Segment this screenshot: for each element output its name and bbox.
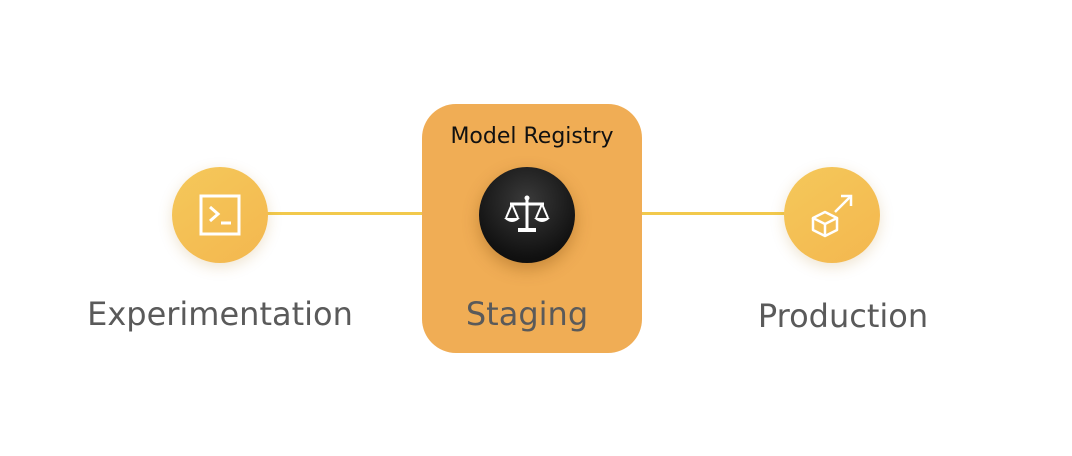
production-label: Production — [757, 297, 929, 335]
staging-node — [479, 167, 575, 263]
package-export-icon — [811, 194, 853, 238]
terminal-icon — [199, 194, 241, 236]
model-registry-title: Model Registry — [450, 124, 614, 149]
staging-label: Staging — [465, 295, 589, 333]
production-node — [784, 167, 880, 263]
experimentation-label: Experimentation — [87, 295, 353, 333]
experimentation-node — [172, 167, 268, 263]
balance-scale-icon — [504, 195, 550, 232]
